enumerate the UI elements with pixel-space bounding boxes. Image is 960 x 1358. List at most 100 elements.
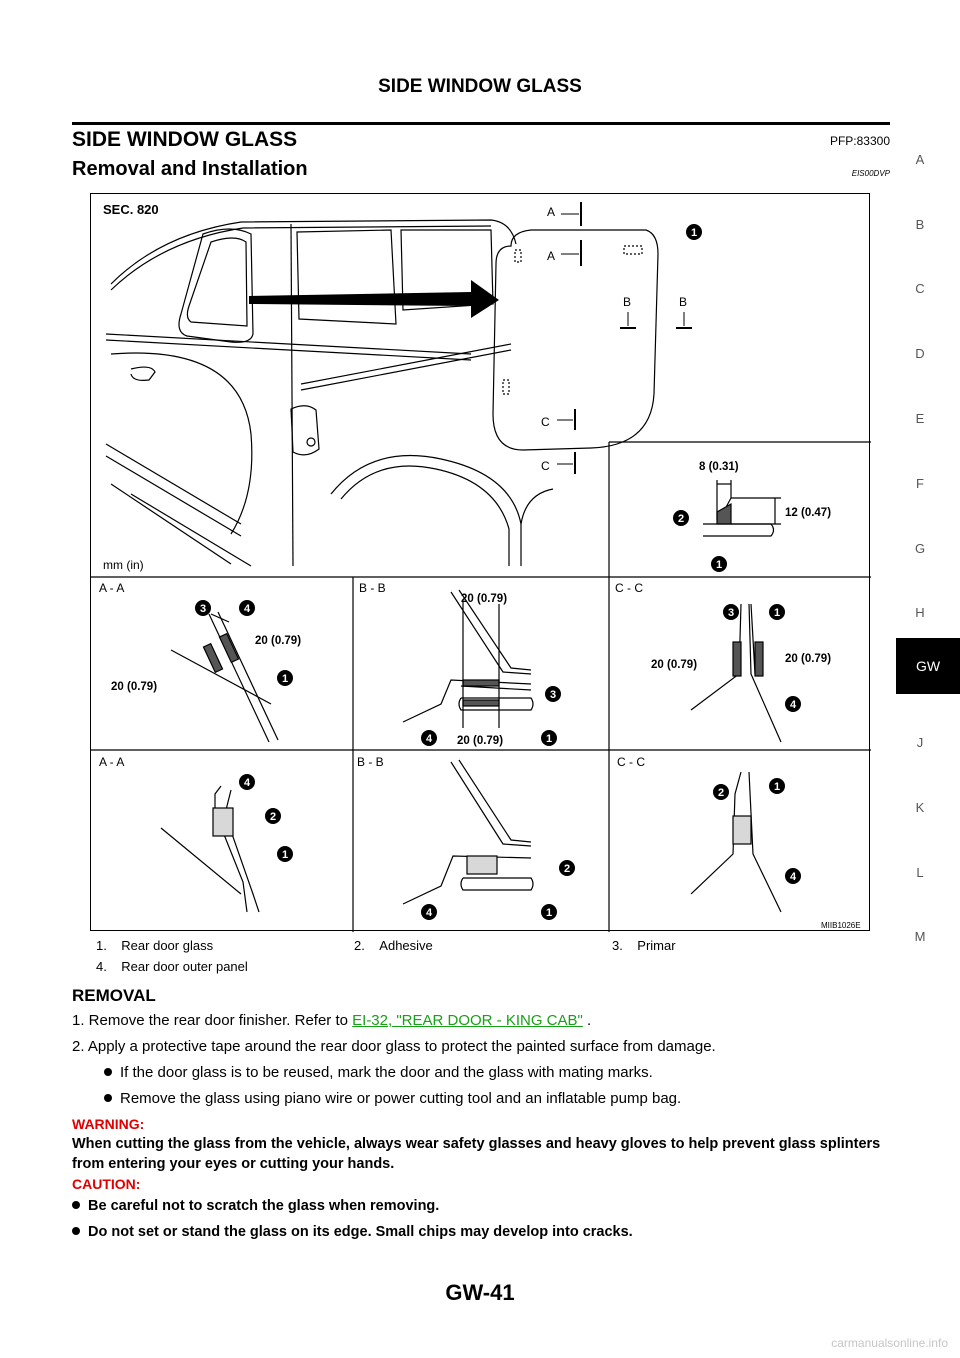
bullet-dot [104,1068,112,1076]
warning-label: WARNING: [72,1116,145,1132]
callout-3: 3 [195,600,211,616]
callout-4: 4 [239,600,255,616]
svg-text:2: 2 [270,811,276,823]
svg-text:1: 1 [691,227,697,239]
running-header: SIDE WINDOW GLASS [378,76,582,97]
callout-4: 4 [421,904,437,920]
glass-mark [502,379,510,395]
step-2: 2. Apply a protective tape around the re… [72,1038,716,1055]
dimension-label: 20 (0.79) [651,659,697,671]
callout-1: 1 [541,730,557,746]
mark-b: B [679,295,687,309]
svg-text:2: 2 [678,513,684,525]
mark-a: A [547,205,555,219]
dimension-label: 20 (0.79) [111,681,157,693]
page-number: GW-41 [445,1280,515,1305]
caution-label: CAUTION: [72,1176,141,1192]
removal-heading: REMOVAL [72,986,156,1005]
side-tab-f[interactable]: F [916,476,924,491]
legend-item: 1. Rear door glass [96,938,214,953]
side-tab-gw[interactable]: GW [896,638,960,694]
svg-text:3: 3 [550,689,556,701]
svg-text:1: 1 [546,733,552,745]
mark-c: C [541,415,550,429]
glass-mark [514,249,522,263]
section-arrows [557,213,685,465]
callout-3: 3 [723,604,739,620]
watermark: carmanualsonline.info [831,1336,948,1350]
pfp-code: PFP:83300 [829,134,890,148]
reference-link[interactable]: EI-32, "REAR DOOR - KING CAB" [352,1012,583,1029]
svg-text:3: 3 [200,603,206,615]
side-tab-m[interactable]: M [914,929,926,944]
page-title: SIDE WINDOW GLASS [72,128,298,151]
side-tab-h[interactable]: H [915,605,925,620]
figure-id: MIIB1026E [821,921,861,930]
side-tab-d[interactable]: D [915,346,925,361]
dimension-label: 8 (0.31) [699,461,739,473]
pointer-arrow [249,280,499,318]
glass-mark [623,245,643,255]
mark-c: C [541,459,550,473]
callout-1: 1 [686,224,702,240]
callout-2: 2 [559,860,575,876]
callout-4: 4 [239,774,255,790]
mark-a: A [547,249,555,263]
mark-b: B [623,295,631,309]
svg-text:2: 2 [718,787,724,799]
svg-text:1: 1 [282,673,288,685]
section-label: C - C [615,581,643,595]
caution-item: Do not set or stand the glass on its edg… [72,1222,892,1242]
callout-1: 1 [277,670,293,686]
title-rule [72,122,890,125]
section-cut-lines [574,202,692,474]
svg-text:1: 1 [716,559,722,571]
svg-text:4: 4 [244,777,251,789]
svg-text:1: 1 [774,607,780,619]
side-tab-a[interactable]: A [915,152,925,167]
bullet-dot [72,1227,80,1235]
callout-2: 2 [673,510,689,526]
section-label: C - C [617,755,645,769]
section-detail [690,603,782,743]
section-detail [690,771,782,913]
rear-door-glass-outline [492,229,659,451]
section-detail [160,785,260,913]
side-tab-j[interactable]: J [916,735,924,750]
callout-1: 1 [541,904,557,920]
section-detail [170,611,279,743]
side-tab-g[interactable]: G [914,541,926,556]
dimension-label: 20 (0.79) [461,593,507,605]
side-tab-l[interactable]: L [916,865,924,880]
warning-text: When cutting the glass from the vehicle,… [72,1136,881,1172]
subsection-title: Removal and Installation [72,158,308,180]
side-tab-e[interactable]: E [915,411,925,426]
side-tab-k[interactable]: K [915,800,925,815]
callout-2: 2 [265,808,281,824]
callout-2: 2 [713,784,729,800]
svg-text:1: 1 [546,907,552,919]
svg-text:1: 1 [282,849,288,861]
sec-label: SEC. 820 [103,202,159,217]
svg-text:1: 1 [774,781,780,793]
legend-item: 2. Adhesive [354,938,433,953]
section-label: B - B [359,581,386,595]
figure-side-window-glass: SEC. 820 mm (in) A A B B C C A - A B - B… [90,193,871,932]
svg-text:4: 4 [790,699,797,711]
svg-text:4: 4 [426,907,433,919]
callout-1: 1 [769,604,785,620]
legend-item: 4. Rear door outer panel [96,959,248,974]
svg-text:4: 4 [426,733,433,745]
svg-text:2: 2 [564,863,570,875]
section-detail [402,759,534,905]
side-tab-c[interactable]: C [915,281,925,296]
section-detail [402,589,534,728]
svg-text:4: 4 [790,871,797,883]
step-1: 1. Remove the rear door finisher. Refer … [72,1012,592,1029]
side-tab-b[interactable]: B [915,217,925,232]
callout-1: 1 [277,846,293,862]
dimension-label: 20 (0.79) [255,635,301,647]
section-label: A - A [99,581,124,595]
callout-1: 1 [769,778,785,794]
callout-3: 3 [545,686,561,702]
